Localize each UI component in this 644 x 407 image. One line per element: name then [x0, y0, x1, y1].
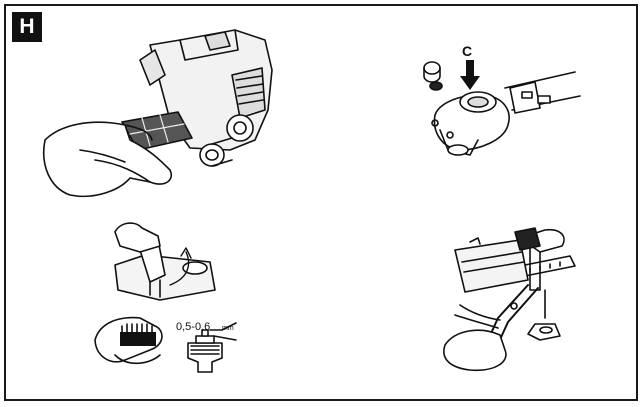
- gap-unit-label: mm: [222, 325, 234, 332]
- section-badge: H: [12, 12, 42, 42]
- arrow-c-label: C: [462, 43, 472, 59]
- gap-value-label: 0,5-0,6: [176, 321, 210, 333]
- gear-head-illustration: [423, 60, 581, 156]
- blade-pliers-illustration: [443, 227, 576, 372]
- air-filter-removal-illustration: [43, 29, 273, 198]
- instruction-panel: H: [4, 4, 638, 401]
- cylinder-cover-cleaning-illustration: [114, 222, 216, 301]
- spark-plug-illustration: [94, 316, 237, 373]
